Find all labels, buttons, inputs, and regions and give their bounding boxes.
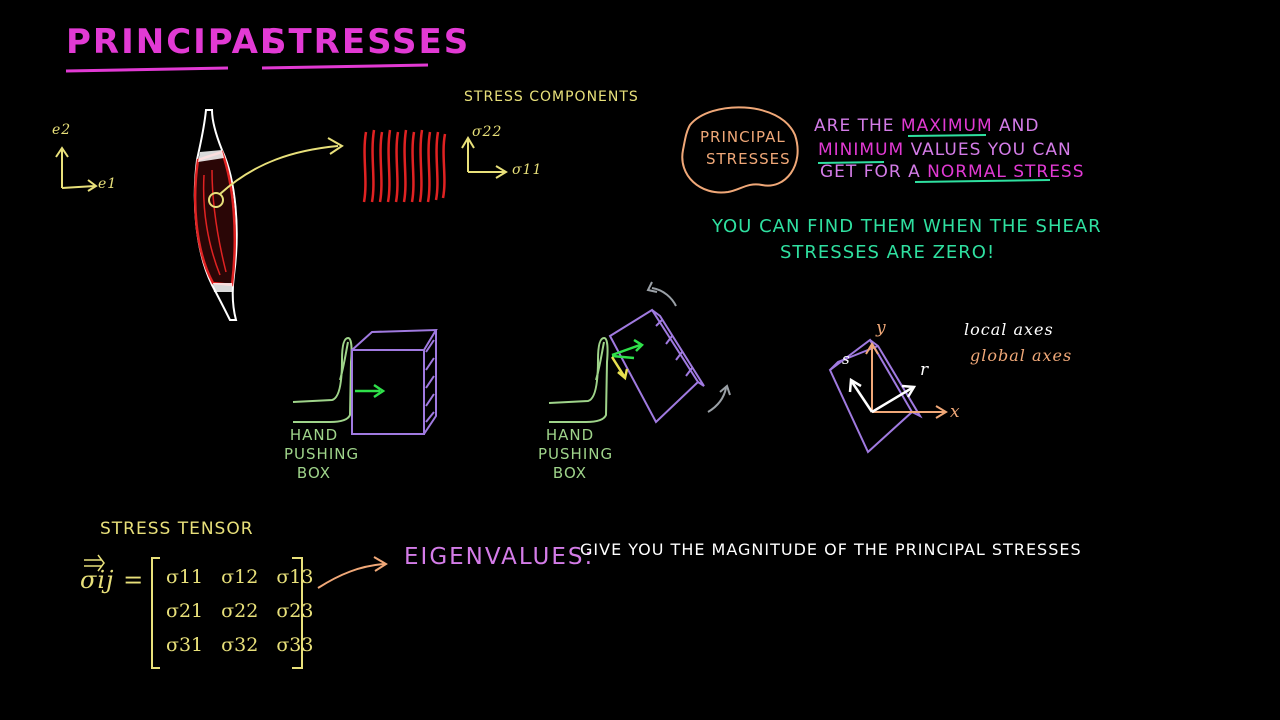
bubble-line-1: PRINCIPAL (700, 128, 786, 146)
rotation-arrow-top (651, 287, 677, 307)
hand-label-line: HAND (545, 426, 595, 444)
eigenvalues-label: EIGENVALUES: (404, 544, 595, 570)
muscle-fibers (362, 129, 447, 203)
bubble-line-2: STRESSES (706, 150, 791, 168)
shear-note-line-1: YOU CAN FIND THEM WHEN THE SHEAR (712, 216, 1102, 237)
tensor-cell: σ31 (166, 634, 204, 656)
axis-label-e2: e2 (52, 122, 72, 138)
hand-label-2: HAND PUSHING BOX (538, 426, 614, 483)
tensor-cell: σ12 (221, 566, 259, 588)
shear-note-line-2: STRESSES ARE ZERO! (780, 242, 996, 263)
hand-label-line: BOX (296, 464, 332, 482)
axis-label-y: y (876, 318, 887, 338)
local-axes (848, 377, 917, 414)
definition-text: VALUES YOU CAN (904, 140, 1072, 160)
tensor-cell: σ32 (221, 634, 259, 656)
definition-line-3: GET FOR A NORMAL STRESS (820, 162, 1085, 182)
title-word-principal: PRINCIPAL (66, 22, 284, 62)
box-2 (608, 308, 705, 424)
title-underline-2 (261, 63, 429, 70)
tensor-row: σ21 σ22 σ23 (166, 600, 313, 634)
tensor-cell: σ33 (276, 634, 314, 656)
tensor-cell: σ11 (166, 566, 204, 588)
tensor-matrix: σ11 σ12 σ13 σ21 σ22 σ23 σ31 σ32 σ33 (166, 566, 313, 668)
eigenvalues-description: GIVE YOU THE MAGNITUDE OF THE PRINCIPAL … (580, 540, 1082, 559)
tensor-cell: σ13 (276, 566, 314, 588)
definition-normal-stress: NORMAL STRESS (927, 162, 1085, 182)
axis-label-s: s (842, 350, 851, 368)
hand-1 (292, 336, 353, 423)
stress-components-heading: STRESS COMPONENTS (464, 89, 639, 105)
title-underline-1 (65, 66, 229, 73)
tensor-cell: σ21 (166, 600, 204, 622)
sigma-11-label: σ11 (512, 162, 543, 178)
axis-label-e1: e1 (98, 176, 118, 192)
hand-label-1: HAND PUSHING BOX (284, 426, 360, 483)
muscle-drawing (193, 109, 238, 321)
definition-minimum: MINIMUM (818, 140, 905, 160)
tensor-cell: σ22 (221, 600, 259, 622)
tensor-symbol: σij = (80, 566, 145, 594)
hand-2 (548, 336, 609, 423)
title-word-stresses: STRESSES (262, 22, 471, 62)
hand-label-line: BOX (552, 464, 588, 482)
definition-line-1: ARE THE MAXIMUM AND (814, 116, 1039, 136)
rotation-arrow-bottom (707, 387, 727, 413)
axes-sigma (461, 136, 508, 179)
force-arrows-2 (610, 338, 644, 381)
tensor-row: σ31 σ32 σ33 (166, 634, 313, 668)
definition-text: ARE THE (814, 116, 901, 136)
axis-label-r: r (920, 360, 930, 380)
global-axes (865, 342, 948, 419)
box-1 (351, 328, 438, 435)
tensor-to-eigen-arrow (317, 563, 385, 589)
legend-global-axes: global axes (970, 346, 1073, 365)
stress-tensor-heading: STRESS TENSOR (100, 519, 254, 539)
hand-label-line: PUSHING (538, 445, 614, 463)
definition-text: AND (992, 116, 1040, 136)
tensor-row: σ11 σ12 σ13 (166, 566, 313, 600)
legend-local-axes: local axes (964, 320, 1054, 339)
principal-bubble (681, 106, 799, 194)
sigma-22-label: σ22 (472, 124, 503, 140)
axis-label-x: x (950, 402, 961, 422)
tensor-cell: σ23 (276, 600, 314, 622)
zoom-arrow (219, 145, 339, 195)
definition-text: GET FOR A (820, 162, 928, 182)
axes-e1-e2 (55, 146, 98, 192)
hand-label-line: PUSHING (284, 445, 360, 463)
hand-label-line: HAND (289, 426, 339, 444)
definition-line-2: MINIMUM VALUES YOU CAN (818, 140, 1072, 160)
definition-maximum: MAXIMUM (900, 116, 993, 136)
